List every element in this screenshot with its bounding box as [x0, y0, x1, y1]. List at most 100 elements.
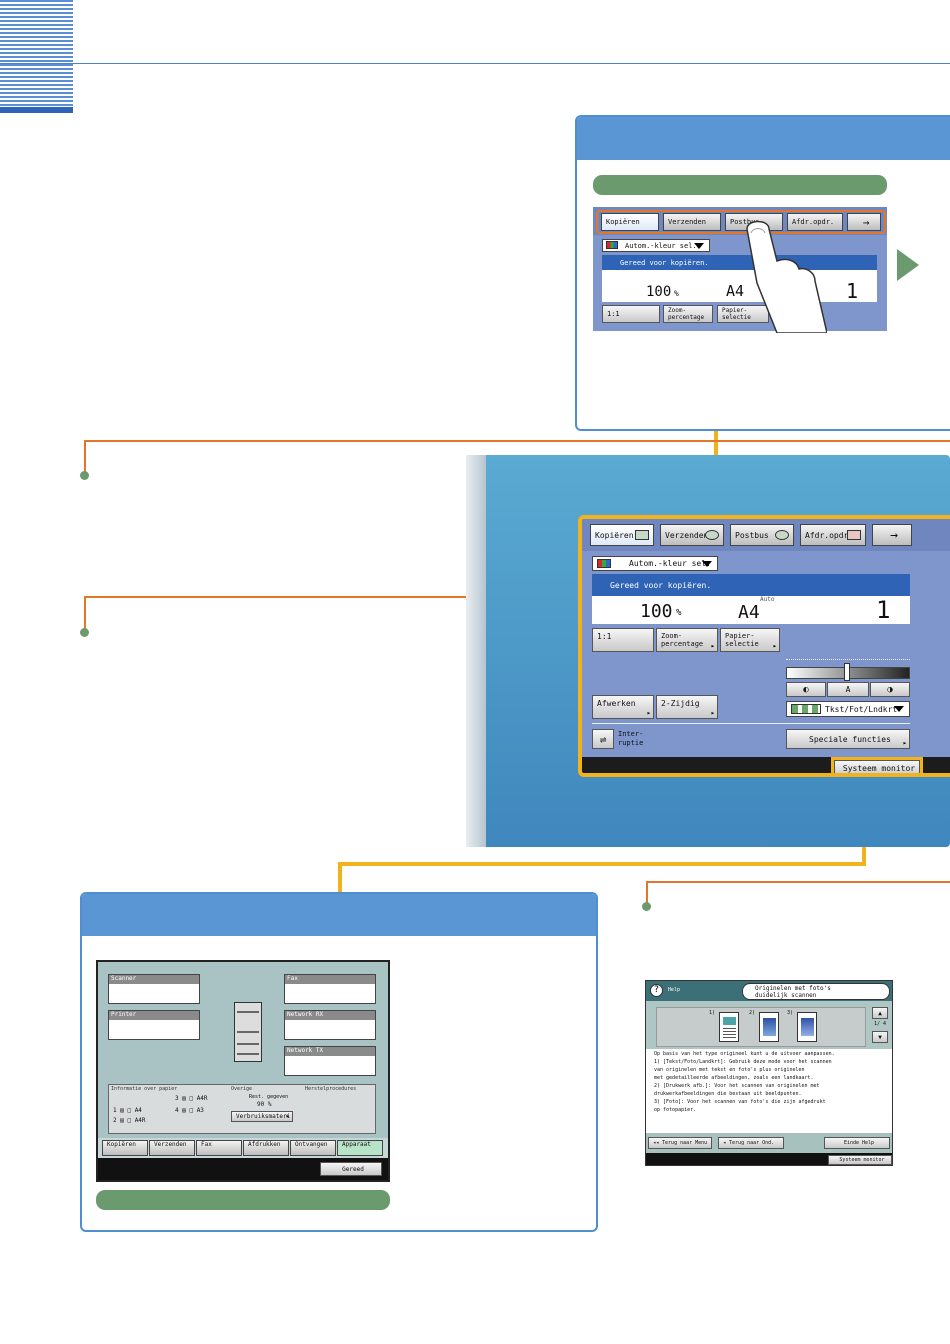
button-label: Afwerken [597, 699, 636, 708]
paper-row-2: 2 ▤ □ A4R [113, 1117, 146, 1124]
network-rx-status-box: Network RX [284, 1010, 376, 1040]
submenu-arrow-icon: ▸ [772, 642, 777, 650]
sm-tab-copy[interactable]: Kopiëren [102, 1140, 148, 1156]
submenu-arrow-icon: ▸ [710, 709, 715, 717]
chevron-up-icon: ▲ [878, 1009, 882, 1017]
help-body-line: 3) [Foto]: Voor het scannen van foto's d… [654, 1099, 826, 1105]
system-monitor-caption-pill [96, 1190, 390, 1210]
button-label: selectie [722, 314, 751, 321]
interrupt-label-line2: ruptie [618, 739, 644, 747]
help-system-monitor-button[interactable]: Systeem monitor [828, 1155, 892, 1165]
button-label: percentage [668, 314, 705, 321]
interrupt-icon: ⇌ [599, 732, 607, 746]
zoom-button[interactable]: Zoom- percentage ▸ [656, 628, 718, 652]
status-message: Gereed voor kopiëren. [610, 580, 712, 590]
zoom-value: 100 [646, 284, 672, 300]
tab-more[interactable]: → [872, 524, 912, 546]
color-mode-select[interactable]: Autom.-kleur sel. [592, 556, 718, 571]
drawer-number: 3 [175, 1095, 179, 1102]
back-to-previous-button[interactable]: ◂ Terug naar Ond. [718, 1137, 784, 1149]
mini-tab-copy[interactable]: Kopiëren [601, 213, 659, 231]
network-tx-label: Network TX [285, 1047, 375, 1056]
paper-auto-label: Auto [760, 596, 775, 603]
density-darker-button[interactable]: half-moon-right-icon◑ [870, 682, 910, 697]
end-help-button[interactable]: Einde Help [824, 1137, 890, 1149]
tab-print-jobs[interactable]: Afdr.opdr. [800, 524, 866, 546]
submenu-arrow-icon: ▸ [285, 1112, 290, 1120]
mini-paper-button[interactable]: Papier- selectie [717, 305, 769, 323]
connector-line [84, 440, 86, 473]
back-to-menu-button[interactable]: ◂◂ Terug naar Menu [648, 1137, 712, 1149]
sm-tab-print[interactable]: Afdrukken [243, 1140, 289, 1156]
scroll-up-button[interactable]: ▲ [872, 1007, 888, 1019]
tab-label: Kopiëren [606, 218, 640, 226]
mini-status-bar: Gereed voor kopiëren. [602, 255, 877, 270]
connector-line [646, 881, 648, 905]
drawer-paper: A3 [196, 1107, 204, 1114]
zoom-value: 100 [640, 601, 673, 622]
sm-tab-device[interactable]: Apparaat [337, 1140, 383, 1156]
paper-size: A4 [738, 602, 760, 623]
status-message: Gereed voor kopiëren. [620, 258, 709, 267]
double-left-arrow-icon: ◂◂ [653, 1140, 663, 1146]
photo-thumbnail [797, 1012, 817, 1042]
mini-copy-screen: Kopiëren Verzenden Postbus Afdr.opdr. → … [593, 207, 887, 331]
help-body-line: van originelen met tekst en foto's plus … [654, 1067, 805, 1073]
page-indicator: 1/ 4 [874, 1021, 887, 1027]
button-label: Terug naar Ond. [729, 1140, 775, 1146]
mini-color-select[interactable]: Autom.-kleur sel. [602, 239, 710, 252]
color-mode-icon [606, 241, 618, 249]
sm-tab-fax[interactable]: Fax [196, 1140, 242, 1156]
button-label: Systeem monitor [842, 764, 916, 773]
one-to-one-button[interactable]: 1:1 [592, 628, 654, 652]
scroll-down-button[interactable]: ▼ [872, 1031, 888, 1043]
drawer-paper: A4R [134, 1117, 146, 1124]
mini-tab-print-jobs[interactable]: Afdr.opdr. [787, 213, 843, 231]
special-functions-button[interactable]: Speciale functies▸ [786, 729, 910, 749]
interrupt-button[interactable]: ⇌ [592, 729, 614, 749]
printer-icon [847, 530, 861, 540]
mainmenu-caption-pill [593, 175, 887, 195]
button-label: Papier- [722, 307, 748, 314]
density-auto-button[interactable]: A [827, 682, 869, 697]
zoom-unit: % [674, 289, 679, 298]
interrupt-label-line1: Inter- [618, 730, 644, 738]
finger-pointer-icon [746, 221, 827, 333]
mini-zoom-button[interactable]: Zoom- percentage [663, 305, 713, 323]
mini-tab-more[interactable]: → [847, 213, 881, 231]
paper-select-button[interactable]: Papier- selectie ▸ [720, 628, 780, 652]
button-label: Gereed [342, 1165, 364, 1173]
tab-label: Fax [201, 1141, 212, 1148]
zoom-unit: % [676, 608, 682, 618]
help-body-line: drukwerkafbeeldingen die bestaan uit bee… [654, 1091, 802, 1097]
sm-tab-send[interactable]: Verzenden [149, 1140, 195, 1156]
button-label: 2-Zijdig [661, 699, 700, 708]
network-rx-label: Network RX [285, 1011, 375, 1020]
text-photo-map-thumbnail [719, 1012, 739, 1042]
density-slider-thumb[interactable] [844, 663, 850, 681]
header-accent-bar [0, 107, 73, 113]
tab-copy[interactable]: Kopiëren [590, 524, 654, 546]
copy-count: 1 [846, 279, 859, 303]
sm-tab-receive[interactable]: Ontvangen [290, 1140, 336, 1156]
finishing-button[interactable]: Afwerken▸ [592, 695, 654, 719]
original-type-select[interactable]: Tkst/Fot/Lndkrt [786, 701, 910, 717]
density-lighter-button[interactable]: half-moon-left-icon◐ [786, 682, 826, 697]
done-button[interactable]: Gereed [320, 1162, 382, 1176]
button-label: Terug naar Menu [662, 1140, 708, 1146]
paper-size: A4 [726, 282, 745, 300]
interrupt-label: Inter- [618, 730, 643, 739]
network-tx-status-box: Network TX [284, 1046, 376, 1076]
mini-tab-send[interactable]: Verzenden [663, 213, 721, 231]
system-monitor-callout-header [82, 894, 596, 936]
tab-label: Kopiëren [595, 530, 634, 540]
half-moon-right-icon: ◑ [887, 684, 893, 695]
mini-one-to-one-button[interactable]: 1:1 [602, 305, 660, 323]
system-monitor-button[interactable]: Systeem monitor [831, 757, 923, 773]
consumables-button[interactable]: Verbruiksmateri▸ [231, 1111, 293, 1122]
printer-label: Printer [109, 1011, 199, 1020]
duplex-button[interactable]: 2-Zijdig ▸ [656, 695, 718, 719]
tab-mailbox[interactable]: Postbus [730, 524, 794, 546]
button-label: Verbruiksmateri [236, 1113, 291, 1120]
tab-send[interactable]: Verzenden [660, 524, 724, 546]
